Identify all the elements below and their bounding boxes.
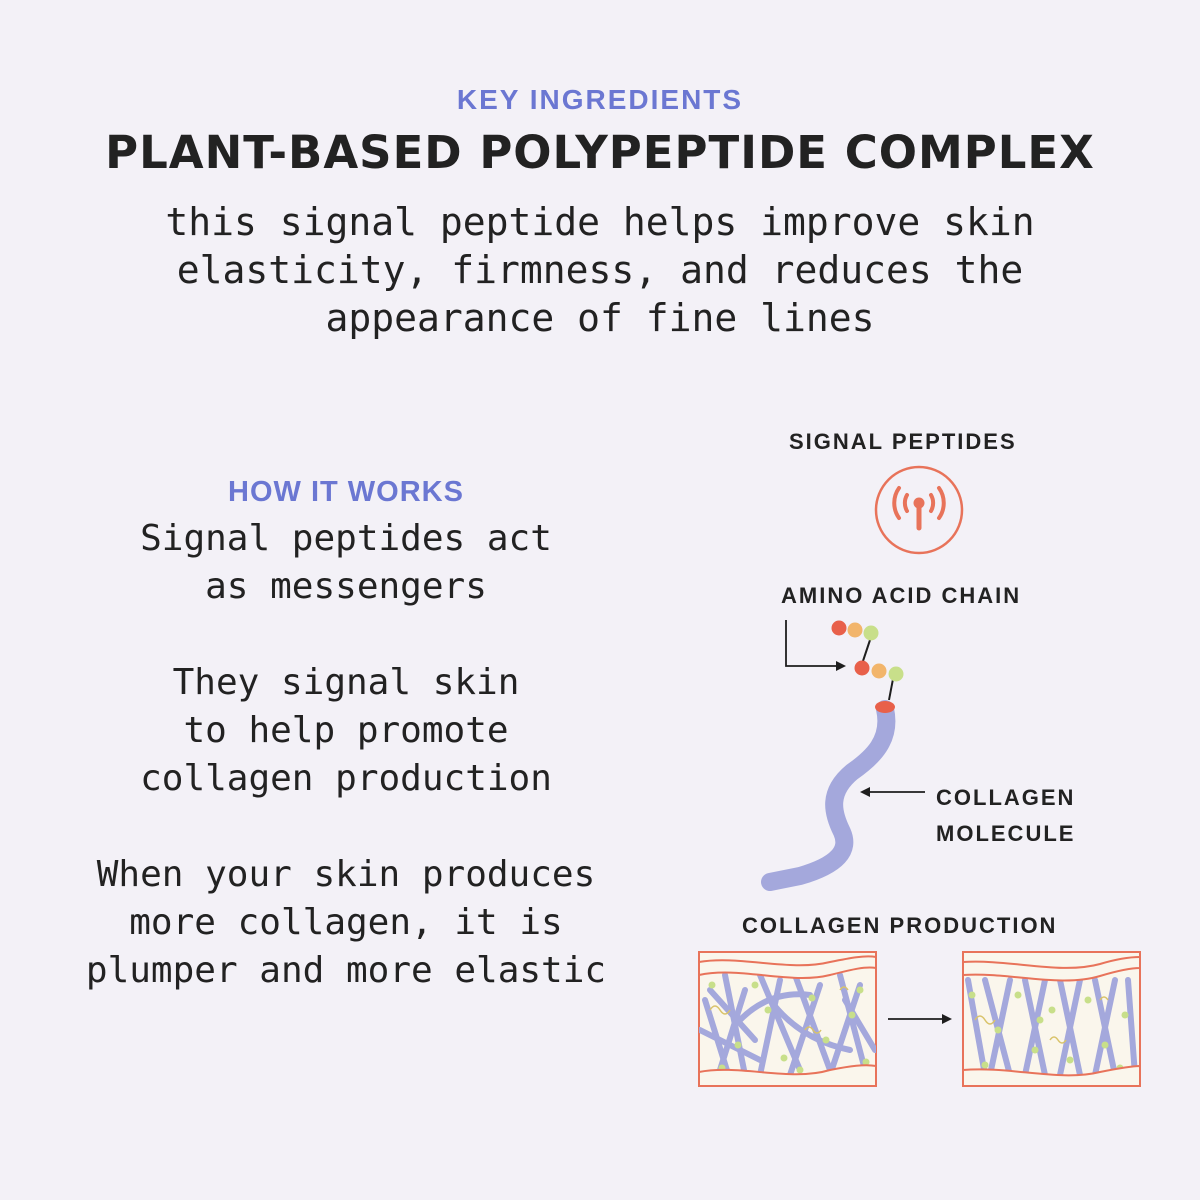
amino-acid-chain-icon: [785, 620, 904, 701]
signal-peptides-label: SIGNAL PEPTIDES: [789, 429, 1017, 454]
how-it-works-heading: HOW IT WORKS: [228, 476, 464, 508]
collagen-molecule-label-line: MOLECULE: [936, 821, 1076, 846]
paragraph-line: as messengers: [205, 566, 487, 607]
paragraph-line: plumper and more elastic: [85, 950, 607, 991]
subtitle-line: this signal peptide helps improve skin: [165, 200, 1035, 244]
page-title: PLANT-BASED POLYPEPTIDE COMPLEX: [105, 126, 1095, 179]
skin-before-icon: [698, 951, 877, 1087]
subtitle: this signal peptide helps improve skin e…: [0, 198, 1200, 342]
paragraph-line: They signal skin: [172, 662, 520, 703]
paragraph-line: Signal peptides act: [140, 518, 552, 559]
collagen-molecule-label: COLLAGEN MOLECULE: [936, 780, 1075, 852]
paragraph-line: collagen production: [140, 758, 552, 799]
paragraph-line: When your skin produces: [96, 854, 596, 895]
eyebrow-label: KEY INGREDIENTS: [456, 84, 744, 115]
collagen-molecule-label-line: COLLAGEN: [936, 785, 1076, 810]
collagen-production-label: COLLAGEN PRODUCTION: [742, 913, 1058, 938]
how-it-works-paragraph-2: They signal skin to help promote collage…: [46, 659, 646, 803]
how-it-works-paragraph-1: Signal peptides act as messengers: [46, 515, 646, 611]
amino-acid-chain-label: AMINO ACID CHAIN: [781, 583, 1022, 608]
how-it-works-paragraph-3: When your skin produces more collagen, i…: [46, 851, 646, 995]
paragraph-line: more collagen, it is: [129, 902, 563, 943]
signal-antenna-icon: [874, 465, 964, 555]
collagen-molecule-icon: [761, 700, 925, 891]
skin-after-icon: [962, 951, 1141, 1087]
paragraph-line: to help promote: [183, 710, 509, 751]
subtitle-line: appearance of fine lines: [325, 296, 875, 340]
subtitle-line: elasticity, firmness, and reduces the: [176, 248, 1024, 292]
